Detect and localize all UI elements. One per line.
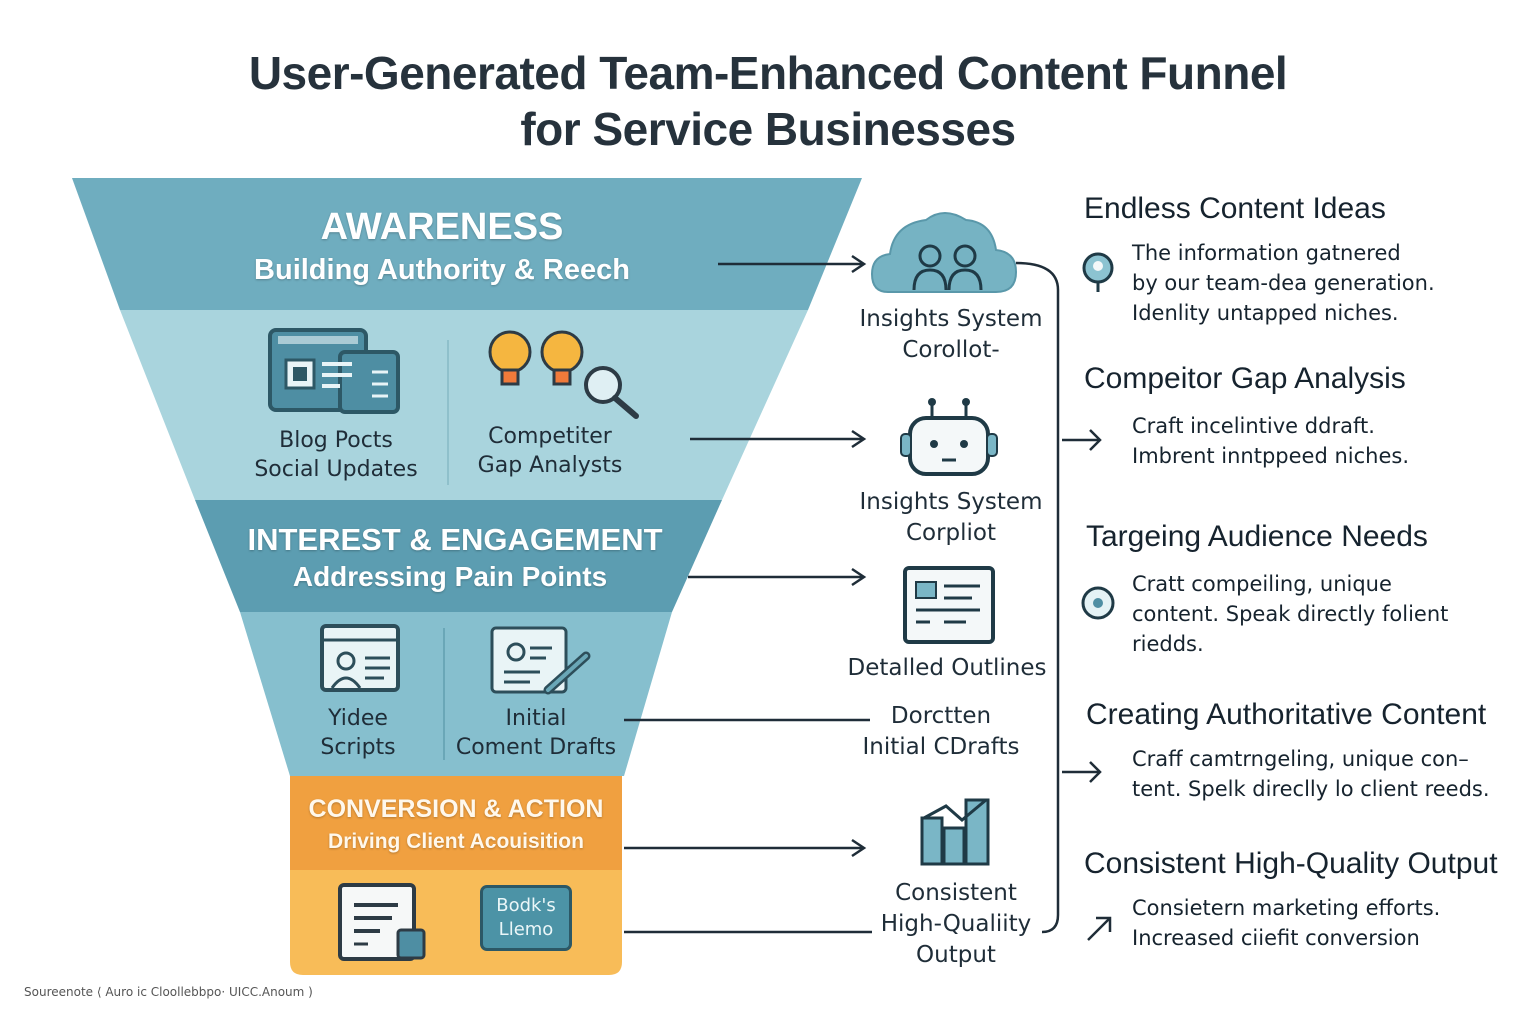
middle-item-4-line1: Dorctten	[890, 703, 992, 729]
interest-item-2-line2: Coment Drafts	[455, 735, 617, 760]
interest-item-1: Yidee Scripts	[296, 704, 420, 762]
right-heading-2: Compeitor Gap Analysis	[1084, 362, 1406, 395]
connector-arrows	[624, 254, 872, 934]
arrow-right-icon	[1062, 429, 1102, 451]
middle-item-1-line2: Corollot-	[902, 337, 1000, 363]
middle-item-5: Consistent High-Qualiity Output	[866, 878, 1046, 971]
middle-item-5-line1: Consistent	[895, 880, 1017, 906]
middle-item-3-line1: Detalled Outlines	[847, 655, 1047, 681]
middle-item-4: Dorctten Initial CDrafts	[846, 701, 1036, 763]
middle-item-1-line1: Insights System	[859, 306, 1043, 332]
right-body-4: Craff camtrngeling, unique con– tent. Sp…	[1132, 744, 1490, 804]
awareness-item-2: Competiter Gap Analysts	[450, 422, 650, 480]
right-body-3-line2: content. Speak directly folient	[1132, 602, 1449, 626]
conversion-title: CONVERSION & ACTION	[308, 795, 604, 823]
outline-document-icon	[903, 566, 995, 644]
right-body-1: The information gatnered by our team-dea…	[1132, 238, 1435, 328]
middle-item-1: Insights System Corollot-	[850, 304, 1052, 366]
awareness-item-1-line2: Social Updates	[254, 457, 418, 482]
right-heading-4: Creating Authoritative Content	[1086, 698, 1487, 731]
team-cloud-icon	[870, 212, 1018, 293]
draft-pen-icon	[490, 626, 591, 695]
awareness-item-2-line1: Competiter	[488, 424, 612, 449]
middle-item-2-line1: Insights System	[859, 489, 1043, 515]
right-body-5-line1: Consietern marketing efforts.	[1132, 896, 1441, 920]
interest-item-2: Initial Coment Drafts	[450, 704, 622, 762]
book-demo-button[interactable]: Bodk's Llemo	[480, 885, 572, 951]
page-title-line-1: User-Generated Team-Enhanced Content Fun…	[248, 47, 1288, 99]
awareness-item-1-line1: Blog Pocts	[279, 428, 393, 453]
right-heading-3: Targeing Audience Needs	[1086, 520, 1428, 553]
middle-item-5-line2: High-Qualiity	[880, 911, 1032, 937]
conversion-band	[290, 776, 622, 870]
document-icon	[338, 883, 426, 961]
right-body-5-line2: Increased ciiefit conversion	[1132, 926, 1420, 950]
interest-item-1-line2: Scripts	[320, 735, 396, 760]
robot-icon	[900, 398, 998, 476]
middle-item-2: Insights System Corpliot	[850, 487, 1052, 549]
middle-item-5-line3: Output	[916, 942, 996, 968]
right-body-2-line2: Imbrent inntppeed niches.	[1132, 444, 1410, 468]
arrow-right-icon	[1062, 761, 1102, 783]
page-title-line-2: for Service Businesses	[520, 103, 1016, 155]
awareness-title: AWARENESS	[320, 206, 564, 248]
right-body-3: Cratt compeiling, unique content. Speak …	[1132, 569, 1448, 659]
conversion-subtitle: Driving Client Acouisition	[328, 830, 584, 853]
bar-chart-icon	[920, 798, 990, 866]
book-demo-line2: Llemo	[498, 919, 554, 940]
source-note: Soureenote ⟨ Auro ic Cloollebbpo· UICC.A…	[24, 985, 313, 999]
bracket-line	[1015, 261, 1060, 934]
right-heading-1: Endless Content Ideas	[1084, 192, 1386, 225]
target-icon	[1081, 586, 1115, 620]
right-body-2: Craft incelintive ddraft. Imbrent inntpp…	[1132, 411, 1409, 471]
right-body-4-line2: tent. Spelk direclly lo client reeds.	[1132, 777, 1490, 801]
interest-subtitle: Addressing Pain Points	[292, 561, 608, 592]
middle-item-2-line2: Corpliot	[905, 520, 997, 546]
middle-item-3: Detalled Outlines	[846, 653, 1048, 684]
right-body-1-line3: Idenlity untapped niches.	[1132, 301, 1399, 325]
interest-item-1-line1: Yidee	[328, 706, 388, 731]
awareness-item-2-line2: Gap Analysts	[477, 453, 623, 478]
right-body-3-line3: riedds.	[1132, 632, 1204, 656]
right-heading-5: Consistent High-Quality Output	[1084, 847, 1498, 880]
arrow-up-right-icon	[1087, 916, 1112, 941]
awareness-item-1: Blog Pocts Social Updates	[236, 426, 436, 484]
interest-band	[195, 500, 722, 612]
right-body-2-line1: Craft incelintive ddraft.	[1132, 414, 1375, 438]
interest-title: INTEREST & ENGAGEMENT	[247, 522, 663, 557]
right-body-1-line1: The information gatnered	[1132, 241, 1401, 265]
lightbulb-search-icon	[488, 330, 639, 419]
interest-item-2-line1: Initial	[505, 706, 567, 731]
location-pin-icon	[1082, 252, 1114, 292]
awareness-subtitle: Building Authority & Reech	[254, 254, 630, 286]
right-body-1-line2: by our team-dea generation.	[1132, 271, 1435, 295]
right-body-4-line1: Craff camtrngeling, unique con–	[1132, 747, 1469, 771]
middle-item-4-line2: Initial CDrafts	[862, 734, 1020, 760]
book-demo-line1: Bodk's	[496, 895, 556, 916]
profile-card-icon	[320, 624, 400, 692]
right-body-5: Consietern marketing efforts. Increased …	[1132, 893, 1440, 953]
awareness-band	[72, 178, 862, 310]
web-page-icon	[268, 328, 400, 414]
right-body-3-line1: Cratt compeiling, unique	[1132, 572, 1392, 596]
